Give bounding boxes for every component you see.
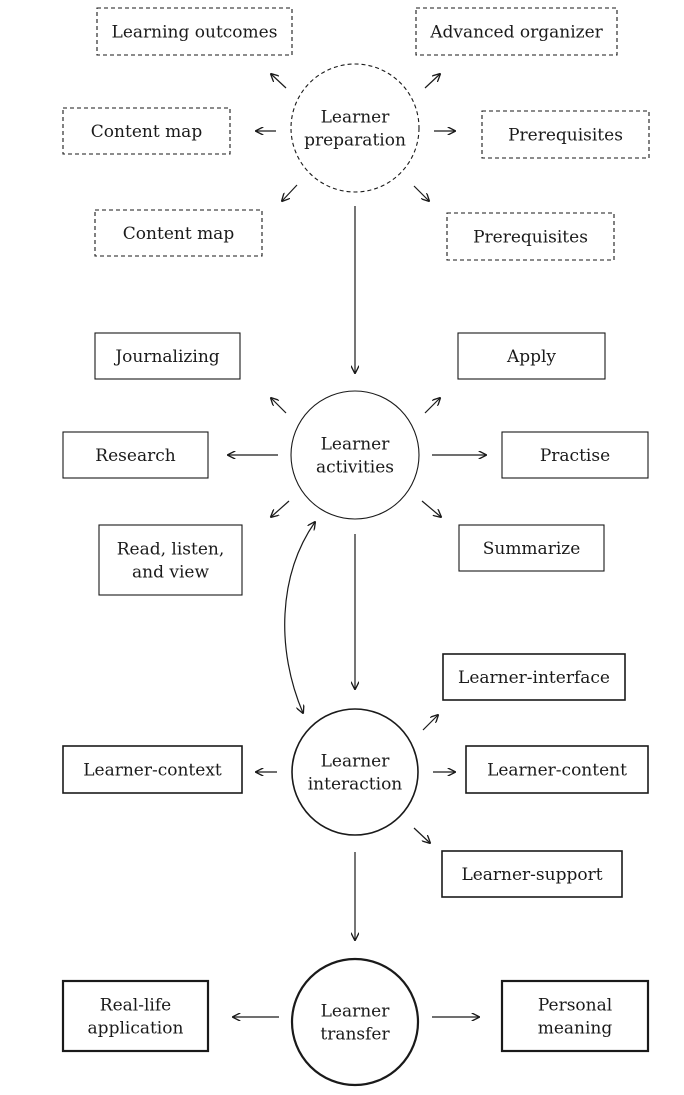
node-practise: Practise bbox=[501, 431, 649, 479]
node-label-line: Learner-context bbox=[83, 761, 222, 781]
node-label-line: Research bbox=[95, 446, 175, 466]
node-personal-meaning: Personal meaning bbox=[500, 979, 650, 1053]
arrow-to-prerequisites-2 bbox=[413, 185, 429, 201]
hub-activities-circle bbox=[290, 390, 420, 520]
node-read-listen-view: Read, listen, and view bbox=[98, 524, 243, 596]
node-label-line: activities bbox=[316, 458, 394, 478]
node-label-line: Personal bbox=[538, 996, 612, 1016]
node-prerequisites-1-box bbox=[481, 110, 650, 159]
node-content-map-1-box bbox=[62, 107, 231, 155]
hub-transfer-circle bbox=[290, 957, 420, 1087]
node-label-line: Learner-support bbox=[461, 865, 602, 885]
node-label-line: transfer bbox=[320, 1025, 390, 1045]
node-label-line: Learner bbox=[321, 108, 391, 128]
node-label-line: meaning bbox=[538, 1019, 613, 1039]
node-label-line: Learning outcomes bbox=[112, 23, 278, 43]
node-label-line: Learner bbox=[321, 435, 391, 455]
node-label-line: application bbox=[88, 1019, 184, 1039]
node-label-line: Real-life bbox=[100, 996, 171, 1016]
node-content-map-2: Content map bbox=[94, 209, 263, 257]
node-label-line: Learner bbox=[321, 752, 391, 772]
node-apply-box bbox=[457, 332, 606, 380]
node-advanced-organizer-box bbox=[415, 7, 618, 56]
node-label-line: Apply bbox=[506, 347, 556, 367]
arrow-to-content-map-2 bbox=[282, 184, 298, 201]
node-personal-meaning-box bbox=[500, 979, 650, 1053]
arrow-to-summarize bbox=[421, 500, 441, 517]
node-learning-outcomes: Learning outcomes bbox=[96, 7, 293, 56]
diagram-nodes: LearnerpreparationLearneractivitiesLearn… bbox=[61, 7, 650, 1087]
node-label-line: Learner bbox=[321, 1002, 391, 1022]
node-prerequisites-2: Prerequisites bbox=[446, 212, 615, 261]
arrow-to-advanced-organizer bbox=[424, 74, 440, 89]
node-learner-content-box bbox=[465, 745, 649, 794]
node-label-line: interaction bbox=[308, 775, 403, 795]
arrow-to-learning-outcomes bbox=[271, 74, 287, 89]
node-label-line: preparation bbox=[304, 131, 406, 151]
node-label-line: Journalizing bbox=[113, 347, 219, 367]
node-learner-interface-box bbox=[442, 653, 626, 701]
node-label-line: Prerequisites bbox=[508, 126, 623, 146]
hub-interaction-circle bbox=[291, 708, 419, 836]
node-read-listen-view-box bbox=[98, 524, 243, 596]
node-label-line: and view bbox=[132, 563, 209, 583]
feedback-loop-arrow bbox=[284, 522, 315, 713]
node-learner-context-box bbox=[62, 745, 243, 794]
node-learner-interface: Learner-interface bbox=[442, 653, 626, 701]
node-journalizing: Journalizing bbox=[94, 332, 241, 380]
node-journalizing-box bbox=[94, 332, 241, 380]
node-practise-box bbox=[501, 431, 649, 479]
node-label-line: Content map bbox=[91, 122, 203, 142]
arrow-to-read-listen-view bbox=[271, 500, 290, 517]
node-prerequisites-2-box bbox=[446, 212, 615, 261]
node-advanced-organizer: Advanced organizer bbox=[415, 7, 618, 56]
node-label-line: Read, listen, bbox=[117, 540, 225, 560]
node-content-map-1: Content map bbox=[62, 107, 231, 155]
node-label-line: Summarize bbox=[483, 539, 581, 559]
arrow-to-apply bbox=[424, 398, 440, 414]
node-learner-support-box bbox=[441, 850, 623, 898]
hub-activities: Learner activities bbox=[290, 390, 420, 520]
node-label-line: Advanced organizer bbox=[429, 23, 603, 43]
node-label-line: Practise bbox=[540, 446, 610, 466]
node-prerequisites-1: Prerequisites bbox=[481, 110, 650, 159]
arrow-to-learner-support bbox=[413, 827, 430, 843]
node-label-line: Learner-content bbox=[487, 761, 627, 781]
node-content-map-2-box bbox=[94, 209, 263, 257]
hub-interaction: Learner interaction bbox=[291, 708, 419, 836]
node-research: Research bbox=[62, 431, 209, 479]
hub-preparation-circle bbox=[290, 63, 420, 193]
node-learner-content: Learner-content bbox=[465, 745, 649, 794]
node-learning-outcomes-box bbox=[96, 7, 293, 56]
hub-transfer: Learner transfer bbox=[290, 957, 420, 1087]
node-label-line: Prerequisites bbox=[473, 228, 588, 248]
node-learner-support: Learner-support bbox=[441, 850, 623, 898]
node-apply: Apply bbox=[457, 332, 606, 380]
hub-preparation: Learner preparation bbox=[290, 63, 420, 193]
node-label-line: Learner-interface bbox=[458, 668, 610, 688]
arrow-to-learner-interface bbox=[422, 715, 438, 731]
node-label-line: Content map bbox=[123, 224, 235, 244]
node-research-box bbox=[62, 431, 209, 479]
connector-arrows bbox=[228, 74, 486, 1017]
arrow-to-journalizing bbox=[271, 398, 287, 414]
node-real-life-application-box bbox=[61, 979, 210, 1053]
node-summarize: Summarize bbox=[458, 524, 605, 572]
node-real-life-application: Real-life application bbox=[61, 979, 210, 1053]
node-learner-context: Learner-context bbox=[62, 745, 243, 794]
node-summarize-box bbox=[458, 524, 605, 572]
